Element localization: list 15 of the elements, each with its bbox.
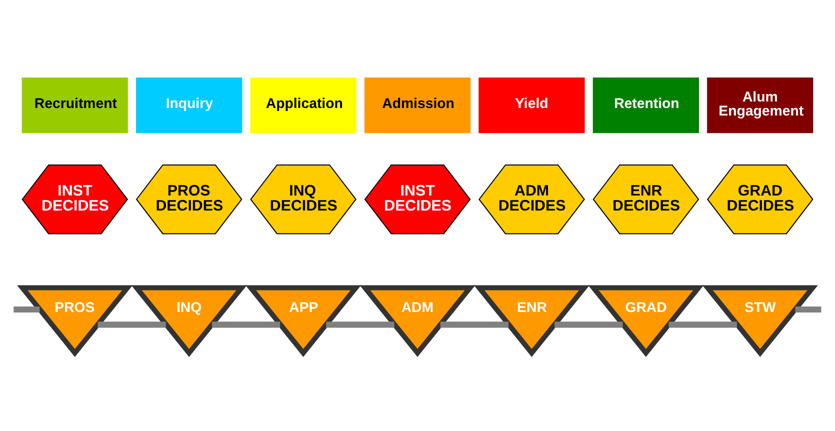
connector	[440, 322, 509, 328]
connector	[668, 322, 737, 328]
connector	[212, 322, 280, 328]
connector	[795, 306, 822, 313]
connector	[98, 322, 166, 328]
node-box: Yield	[478, 78, 585, 134]
node-box: Application	[250, 78, 356, 134]
connector	[326, 322, 394, 328]
node-box: Alum Engagement	[707, 78, 814, 134]
node-box: Inquiry	[136, 78, 242, 134]
connector	[14, 306, 40, 313]
connector	[554, 322, 623, 328]
node-box: Retention	[592, 78, 699, 134]
node-box: Recruitment	[22, 78, 128, 134]
node-box: Admission	[364, 78, 471, 134]
